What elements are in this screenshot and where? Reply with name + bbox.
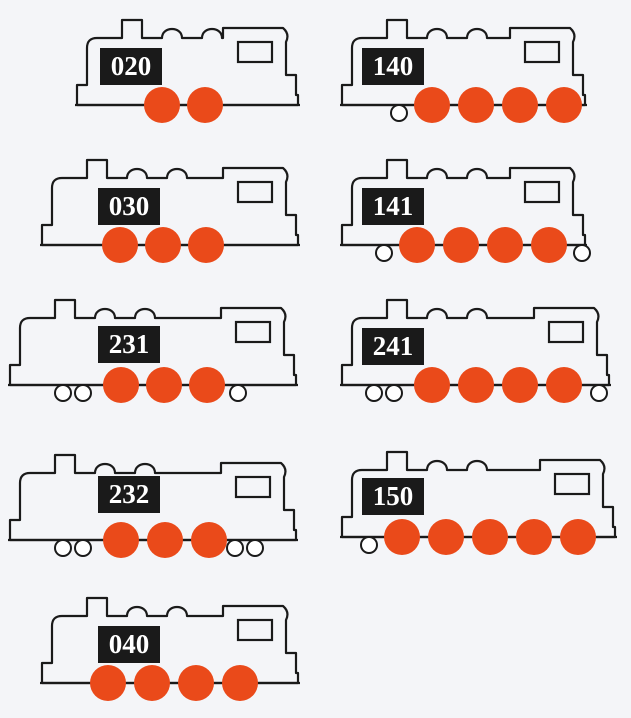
wheel-code-label: 241: [362, 328, 424, 365]
locomotive-outline: [40, 588, 340, 718]
wheel-code-label: 140: [362, 48, 424, 85]
driving-wheel: [191, 522, 227, 558]
driving-wheel: [472, 519, 508, 555]
leading-wheel: [55, 385, 71, 401]
wheel-code-label: 020: [100, 48, 162, 85]
trailing-wheel: [574, 245, 590, 261]
locomotive-outline: [40, 150, 340, 280]
driving-wheel: [502, 87, 538, 123]
trailing-wheel: [247, 540, 263, 556]
cab-window: [238, 42, 272, 62]
cab-window: [549, 322, 583, 342]
wheel-code-label: 232: [98, 476, 160, 513]
driving-wheel: [546, 367, 582, 403]
cab-window: [555, 474, 589, 494]
cab-window: [238, 620, 272, 640]
cab-window: [236, 477, 270, 497]
driving-wheel: [144, 87, 180, 123]
leading-wheel: [75, 540, 91, 556]
locomotive-040: 040: [40, 588, 340, 718]
driving-wheel: [516, 519, 552, 555]
driving-wheel: [458, 367, 494, 403]
driving-wheel: [414, 87, 450, 123]
driving-wheel: [188, 227, 224, 263]
leading-wheel: [361, 537, 377, 553]
trailing-wheel: [591, 385, 607, 401]
locomotive-141: 141: [337, 150, 631, 280]
driving-wheel: [399, 227, 435, 263]
wheel-code-label: 231: [98, 326, 160, 363]
driving-wheel: [145, 227, 181, 263]
driving-wheel: [560, 519, 596, 555]
leading-wheel: [376, 245, 392, 261]
leading-wheel: [386, 385, 402, 401]
driving-wheel: [187, 87, 223, 123]
driving-wheel: [102, 227, 138, 263]
leading-wheel: [366, 385, 382, 401]
leading-wheel: [391, 105, 407, 121]
driving-wheel: [189, 367, 225, 403]
driving-wheel: [178, 665, 214, 701]
wheel-code-label: 141: [362, 188, 424, 225]
driving-wheel: [222, 665, 258, 701]
driving-wheel: [134, 665, 170, 701]
trailing-wheel: [230, 385, 246, 401]
cab-window: [525, 182, 559, 202]
cab-window: [236, 322, 270, 342]
driving-wheel: [546, 87, 582, 123]
driving-wheel: [531, 227, 567, 263]
driving-wheel: [146, 367, 182, 403]
driving-wheel: [428, 519, 464, 555]
locomotive-232: 232: [8, 440, 308, 570]
trailing-wheel: [227, 540, 243, 556]
leading-wheel: [75, 385, 91, 401]
locomotive-wheel-chart: 020 140 030 141 231 241 232 150 040: [0, 0, 631, 701]
driving-wheel: [90, 665, 126, 701]
driving-wheel: [103, 367, 139, 403]
cab-window: [238, 182, 272, 202]
driving-wheel: [458, 87, 494, 123]
driving-wheel: [414, 367, 450, 403]
locomotive-241: 241: [337, 290, 631, 420]
driving-wheel: [502, 367, 538, 403]
locomotive-150: 150: [337, 440, 631, 570]
leading-wheel: [55, 540, 71, 556]
locomotive-020: 020: [75, 10, 375, 140]
driving-wheel: [147, 522, 183, 558]
driving-wheel: [487, 227, 523, 263]
cab-window: [525, 42, 559, 62]
locomotive-140: 140: [337, 10, 631, 140]
driving-wheel: [443, 227, 479, 263]
wheel-code-label: 150: [362, 478, 424, 515]
wheel-code-label: 040: [98, 626, 160, 663]
wheel-code-label: 030: [98, 188, 160, 225]
locomotive-231: 231: [8, 290, 308, 420]
driving-wheel: [103, 522, 139, 558]
driving-wheel: [384, 519, 420, 555]
locomotive-030: 030: [40, 150, 340, 280]
